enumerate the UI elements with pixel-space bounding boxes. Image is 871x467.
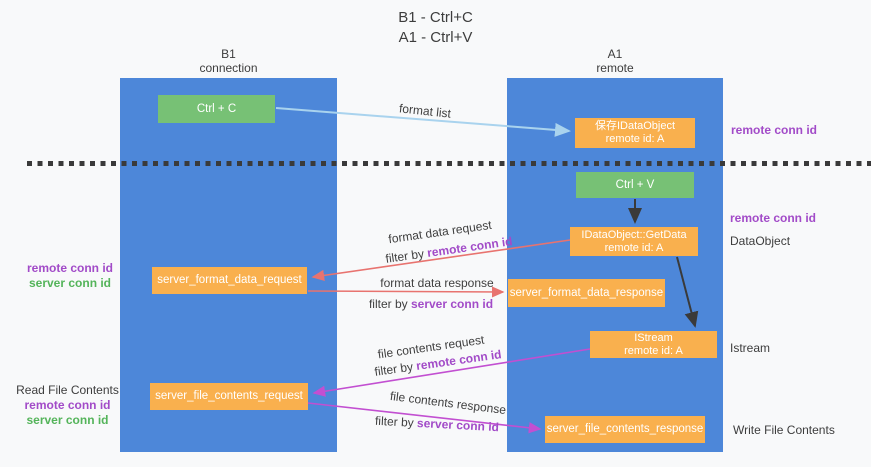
filter-by-prefix: filter by [374, 413, 418, 430]
lifeline-header-b1: B1 connection [120, 47, 337, 75]
node-save-idataobject-line2: remote id: A [605, 133, 665, 145]
title-line-a1: A1 - Ctrl+V [398, 29, 473, 46]
annotation-left-remote-conn-id: remote conn id [26, 261, 113, 275]
lifeline-a1-role: remote [596, 61, 634, 75]
filter-by-prefix: filter by [384, 246, 429, 266]
node-server-format-data-request: server_format_data_request [152, 267, 307, 294]
lifeline-b1-role: connection [199, 61, 258, 75]
annotation-read-server-conn-id: server conn id [26, 413, 109, 427]
annotation-istream: Istream [730, 341, 771, 355]
node-server-file-contents-response: server_file_contents_response [545, 416, 705, 443]
filter-by-prefix: filter by [373, 359, 418, 379]
annotation-read-remote-conn-id: remote conn id [24, 398, 111, 412]
diagram-title: B1 - Ctrl+C A1 - Ctrl+V [0, 8, 871, 48]
annotation-left-server-conn-id: server conn id [28, 276, 112, 290]
node-ctrl-c: Ctrl + C [158, 95, 275, 123]
annotation-left-conn-ids: remote conn id server conn id [15, 261, 125, 291]
filter-by-prefix: filter by [368, 297, 411, 311]
annotation-dataobject: DataObject [730, 234, 791, 248]
node-ctrl-v-label: Ctrl + V [615, 178, 655, 191]
annotation-write-file-contents: Write File Contents [733, 423, 835, 437]
annotation-remote-conn-id-mid: remote conn id [730, 211, 817, 225]
flow-label-file-contents-response: file contents response [389, 388, 507, 418]
node-server-file-contents-request: server_file_contents_request [150, 383, 308, 410]
node-server-format-data-response: server_format_data_response [508, 279, 665, 307]
node-ctrl-c-label: Ctrl + C [196, 102, 237, 115]
server-conn-id-key: server conn id [416, 415, 500, 435]
node-server-file-contents-response-label: server_file_contents_response [546, 423, 704, 435]
node-save-idataobject-line1: 保存IDataObject [594, 120, 676, 132]
phase-separator-dashed-line [27, 161, 871, 166]
arrow-format-data-response [307, 286, 505, 298]
title-line-b1: B1 - Ctrl+C [398, 9, 473, 26]
flow-label-filter-file-response: filter by server conn id [375, 414, 500, 434]
annotation-remote-conn-id-top: remote conn id [731, 123, 818, 137]
node-save-idataobject: 保存IDataObject remote id: A [575, 118, 695, 148]
node-getdata-line1: IDataObject::GetData [581, 228, 687, 241]
node-server-format-data-response-label: server_format_data_response [509, 286, 664, 299]
flow-label-filter-format-response: filter by server conn id [369, 297, 493, 311]
lifeline-header-a1: A1 remote [507, 47, 723, 75]
server-conn-id-key: server conn id [410, 297, 494, 311]
node-istream: IStream remote id: A [590, 331, 717, 358]
node-server-file-contents-request-label: server_file_contents_request [155, 390, 303, 402]
node-istream-line1: IStream [634, 331, 673, 344]
annotation-read-file-contents: Read File Contents [16, 383, 119, 397]
flow-label-format-data-response: format data response [380, 276, 494, 290]
node-istream-line2: remote id: A [624, 344, 683, 357]
lifeline-a1-name: A1 [607, 47, 623, 61]
annotation-read-file-contents-group: Read File Contents remote conn id server… [10, 383, 125, 428]
lifeline-b1-name: B1 [221, 47, 236, 61]
node-server-format-data-request-label: server_format_data_request [157, 274, 302, 286]
node-ctrl-v: Ctrl + V [576, 172, 694, 198]
node-getdata-line2: remote id: A [604, 241, 664, 254]
node-idataobject-getdata: IDataObject::GetData remote id: A [570, 227, 698, 256]
flow-label-format-list: format list [398, 101, 452, 121]
